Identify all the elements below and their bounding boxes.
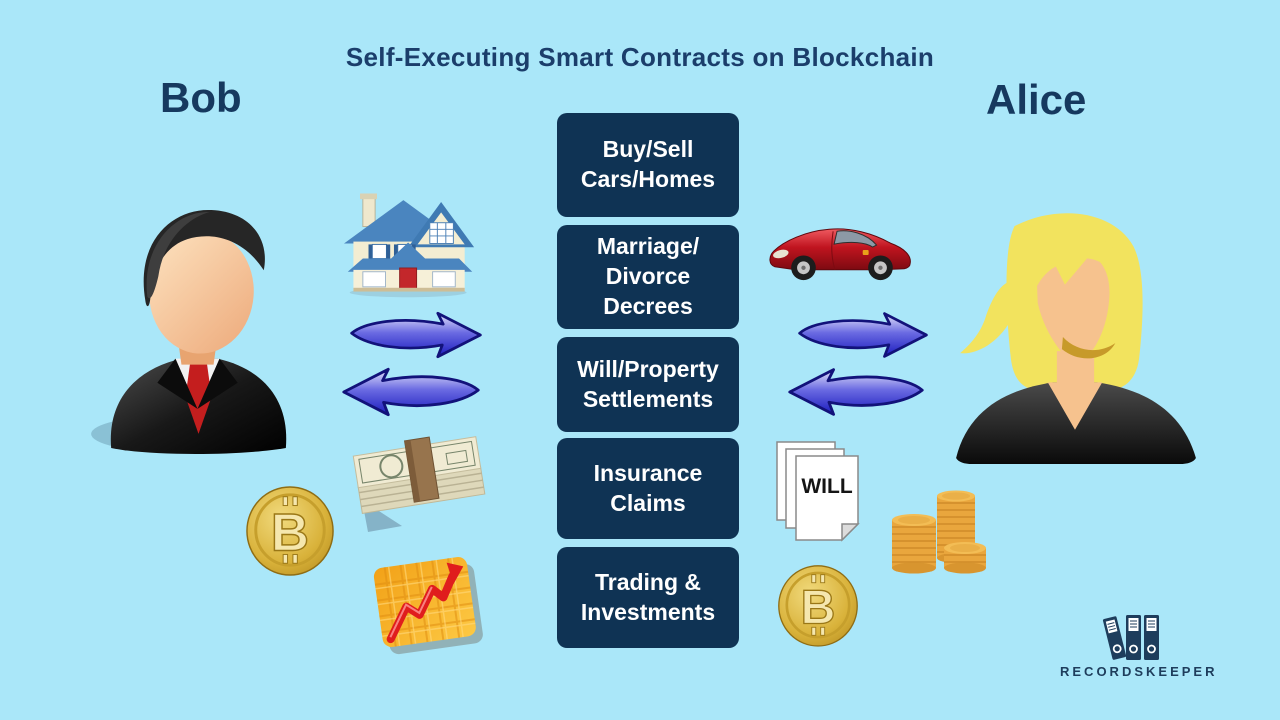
contract-box-will-property: Will/Property Settlements (557, 337, 739, 432)
recordskeeper-logo-text: RECORDSKEEPER (1060, 664, 1218, 679)
house-icon (344, 193, 475, 298)
party-label-bob: Bob (160, 74, 242, 121)
bitcoin-icon (777, 563, 859, 647)
bob-avatar-icon (91, 209, 287, 454)
will-document-icon: WILL (776, 441, 860, 542)
contract-box-buy-sell: Buy/Sell Cars/Homes (557, 113, 739, 217)
bitcoin-icon (245, 484, 335, 576)
alice-avatar-icon (956, 213, 1196, 464)
arrow-right-icon (796, 308, 930, 362)
contract-box-marriage-divorce: Marriage/ Divorce Decrees (557, 225, 739, 329)
stock-chart-icon (373, 557, 483, 655)
coin-stacks-icon (892, 490, 986, 574)
will-text: WILL (801, 475, 852, 498)
diagram-title: Self-Executing Smart Contracts on Blockc… (345, 42, 935, 72)
contract-box-trading: Trading & Investments (557, 547, 739, 648)
contract-box-insurance: Insurance Claims (557, 438, 739, 539)
arrow-left-icon (340, 364, 482, 420)
arrow-left-icon (786, 364, 926, 420)
party-label-alice: Alice (986, 76, 1087, 123)
recordskeeper-binders-icon (1102, 615, 1159, 660)
sports-car-icon (769, 228, 911, 281)
arrow-right-icon (348, 308, 484, 362)
cash-bundle-icon (352, 436, 486, 532)
